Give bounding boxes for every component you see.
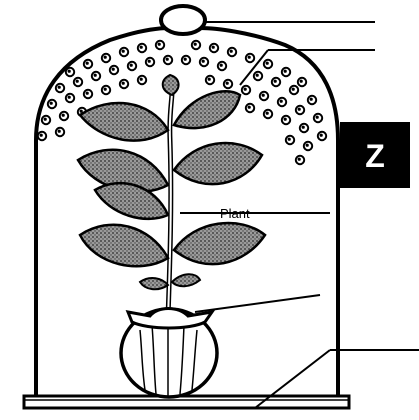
water-droplet-shade bbox=[62, 114, 65, 117]
water-droplet-shade bbox=[202, 60, 205, 63]
water-droplet-shade bbox=[284, 70, 287, 73]
water-droplets bbox=[38, 41, 326, 164]
water-droplet-shade bbox=[148, 60, 151, 63]
water-droplet-shade bbox=[244, 88, 247, 91]
leaf bbox=[80, 225, 168, 267]
water-droplet-shade bbox=[184, 58, 187, 61]
water-droplet-shade bbox=[86, 92, 89, 95]
plant-label: Plant bbox=[220, 206, 250, 221]
water-droplet-shade bbox=[300, 80, 303, 83]
water-droplet-shade bbox=[94, 74, 97, 77]
label-line-pot bbox=[195, 295, 320, 312]
leaf bbox=[174, 223, 265, 264]
leaf bbox=[80, 103, 168, 141]
water-droplet-shade bbox=[306, 144, 309, 147]
water-droplet-shade bbox=[248, 106, 251, 109]
leaf bbox=[174, 91, 240, 128]
water-droplet-shade bbox=[292, 88, 295, 91]
water-droplet-shade bbox=[140, 46, 143, 49]
leaf bbox=[163, 75, 179, 95]
water-droplet-shade bbox=[76, 80, 79, 83]
water-droplet-shade bbox=[226, 82, 229, 85]
water-droplet-shade bbox=[280, 100, 283, 103]
water-droplet-shade bbox=[44, 118, 47, 121]
water-droplet-shade bbox=[316, 116, 319, 119]
water-droplet-shade bbox=[158, 43, 161, 46]
flower-pot bbox=[121, 309, 217, 398]
base-plate bbox=[24, 396, 349, 408]
water-droplet-shade bbox=[122, 50, 125, 53]
plant-stem bbox=[168, 92, 172, 318]
water-droplet-shade bbox=[274, 80, 277, 83]
water-droplet-shade bbox=[112, 68, 115, 71]
water-droplet-shade bbox=[256, 74, 259, 77]
water-droplet-shade bbox=[284, 118, 287, 121]
water-droplet-shade bbox=[130, 64, 133, 67]
water-droplet-shade bbox=[220, 64, 223, 67]
water-droplet-shade bbox=[298, 108, 301, 111]
water-droplet-shade bbox=[288, 138, 291, 141]
water-droplet-shade bbox=[262, 94, 265, 97]
water-droplet-shade bbox=[320, 134, 323, 137]
water-droplet-shade bbox=[298, 158, 301, 161]
water-droplet-shade bbox=[122, 82, 125, 85]
water-droplet-shade bbox=[248, 56, 251, 59]
z-badge: Z bbox=[340, 122, 410, 188]
water-droplet-shade bbox=[208, 78, 211, 81]
water-droplet-shade bbox=[68, 96, 71, 99]
water-droplet-shade bbox=[266, 112, 269, 115]
water-droplet-shade bbox=[104, 56, 107, 59]
water-droplet-shade bbox=[310, 98, 313, 101]
water-droplet-shade bbox=[266, 62, 269, 65]
z-badge-letter: Z bbox=[365, 138, 385, 174]
water-droplet-shade bbox=[302, 126, 305, 129]
water-droplet-shade bbox=[58, 130, 61, 133]
bell-jar-knob bbox=[161, 6, 205, 34]
water-droplet-shade bbox=[104, 88, 107, 91]
water-droplet-shade bbox=[40, 134, 43, 137]
water-droplet-shade bbox=[58, 86, 61, 89]
water-droplet-shade bbox=[50, 102, 53, 105]
water-droplet-shade bbox=[86, 62, 89, 65]
water-droplet-shade bbox=[194, 43, 197, 46]
water-droplet-shade bbox=[212, 46, 215, 49]
water-droplet-shade bbox=[166, 58, 169, 61]
water-droplet-shade bbox=[68, 70, 71, 73]
water-droplet-shade bbox=[230, 50, 233, 53]
leaf bbox=[174, 143, 262, 184]
leaf bbox=[172, 274, 200, 286]
leaf bbox=[140, 278, 168, 289]
water-droplet-shade bbox=[140, 78, 143, 81]
